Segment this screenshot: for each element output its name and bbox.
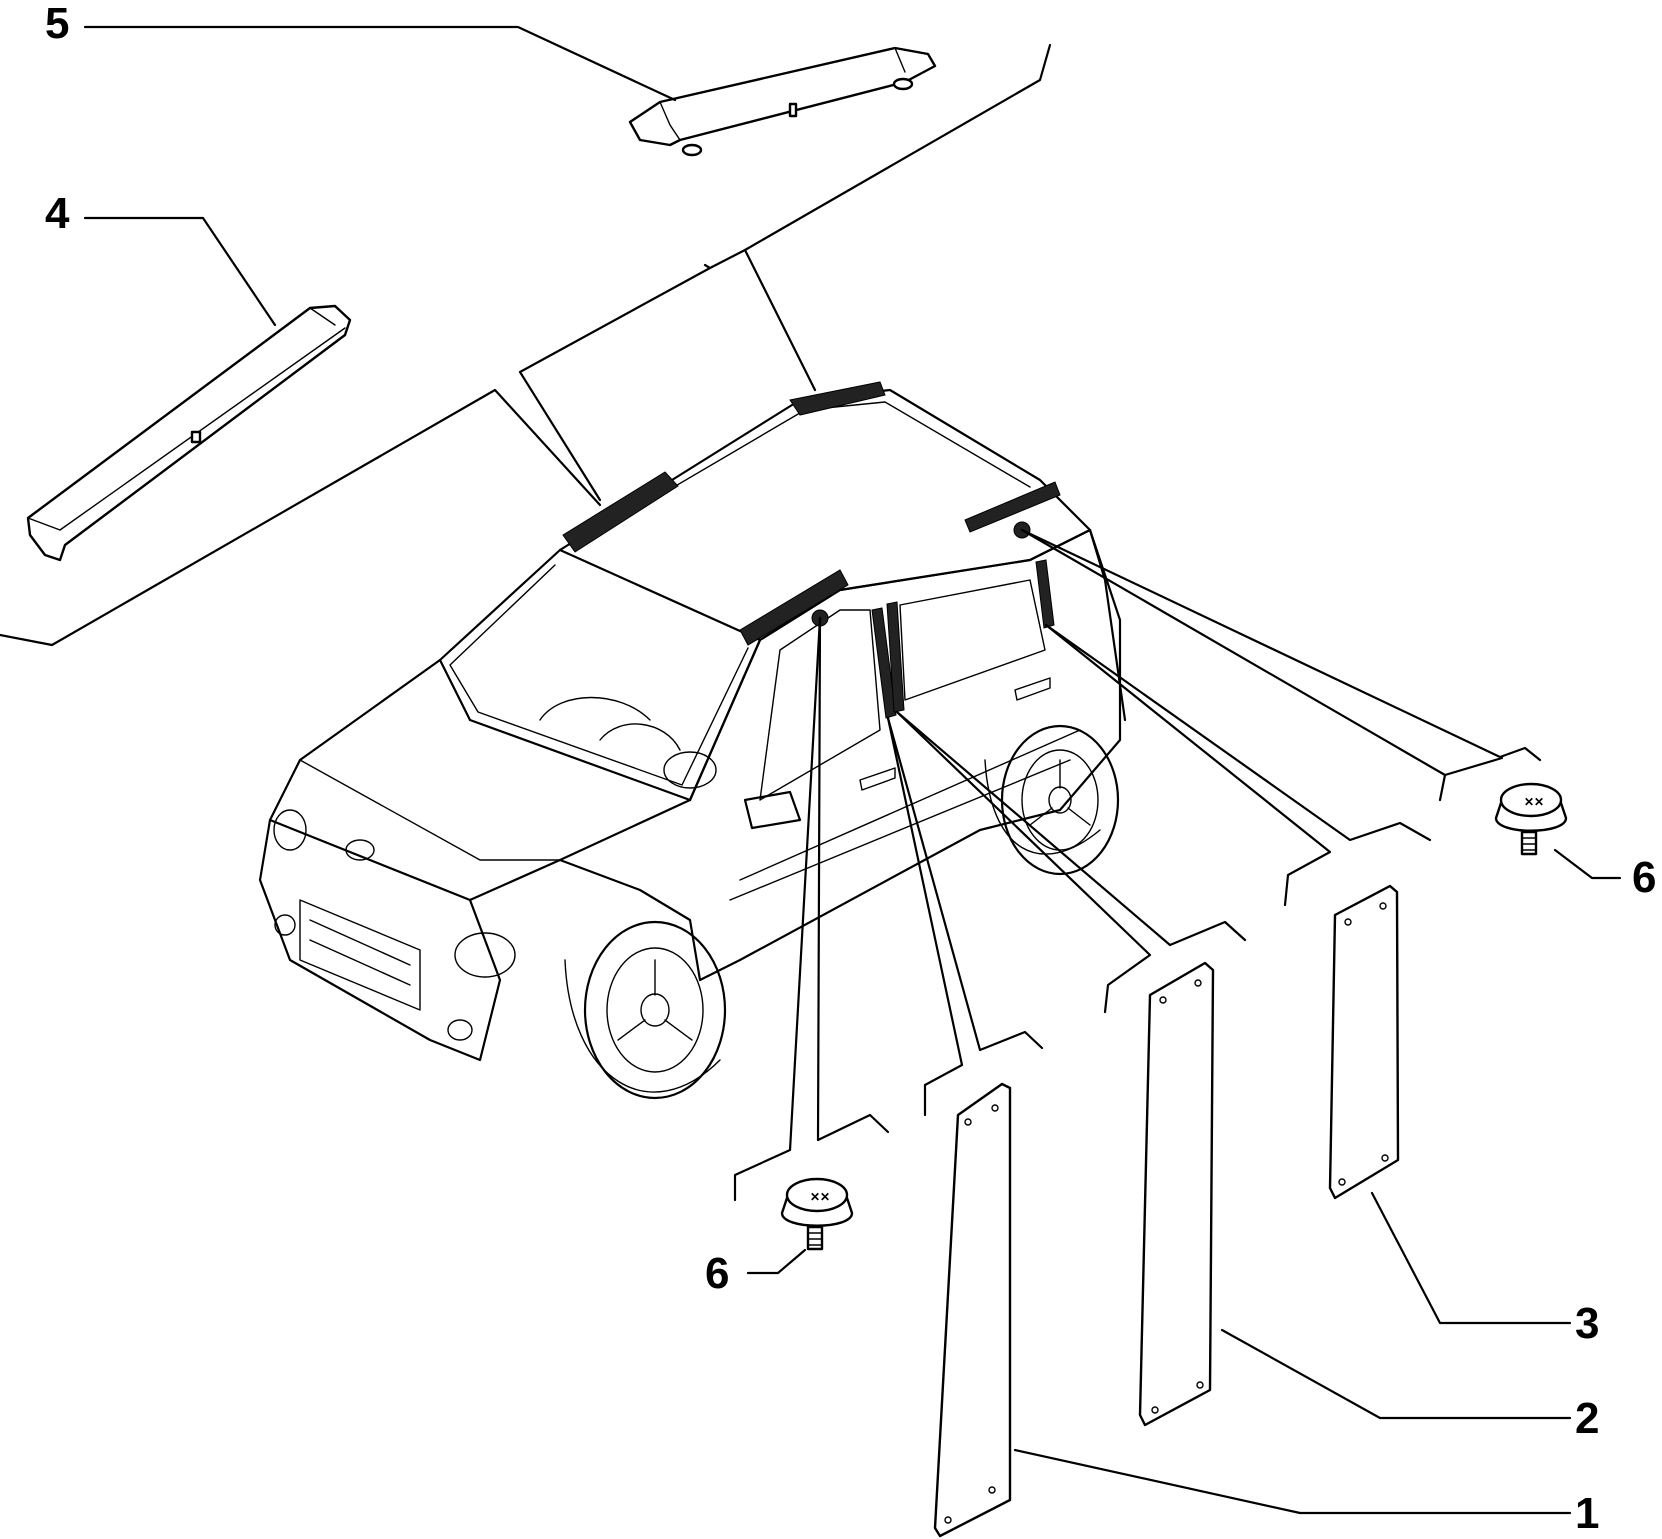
svg-text:✕✕: ✕✕ bbox=[810, 1190, 830, 1204]
callout-6-right: 6 bbox=[1632, 853, 1656, 902]
callout-labels: 5 4 6 6 3 2 1 bbox=[45, 0, 1656, 1538]
callout-4: 4 bbox=[45, 189, 70, 238]
leader-lines bbox=[0, 25, 1622, 1515]
part-b-pillar-cover-middle bbox=[1138, 961, 1215, 1427]
svg-text:✕✕: ✕✕ bbox=[1524, 795, 1544, 809]
callout-5: 5 bbox=[45, 0, 69, 48]
part-c-pillar-cover-rear bbox=[1328, 884, 1400, 1200]
callout-3: 3 bbox=[1575, 1299, 1599, 1348]
part-push-clip-right: ✕✕ bbox=[1494, 782, 1568, 856]
part-roof-rail-trim-front bbox=[26, 304, 352, 562]
part-push-clip-left: ✕✕ bbox=[780, 1177, 854, 1251]
callout-2: 2 bbox=[1575, 1394, 1599, 1443]
callout-1: 1 bbox=[1575, 1489, 1599, 1538]
part-roof-rail-trim-rear bbox=[628, 46, 937, 157]
vehicle-illustration bbox=[258, 381, 1127, 1100]
part-b-pillar-cover-front bbox=[933, 1082, 1012, 1538]
callout-6-left: 6 bbox=[705, 1249, 729, 1298]
